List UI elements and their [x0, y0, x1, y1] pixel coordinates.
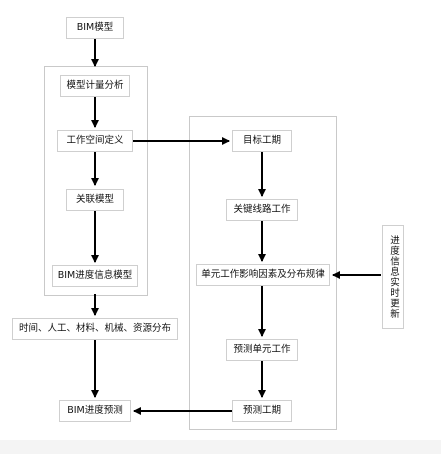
- node-realtime-update: 进度信息实时更新: [382, 225, 404, 329]
- node-resource-distribution: 时间、人工、材料、机械、资源分布: [12, 318, 178, 340]
- node-bim-model: BIM模型: [66, 17, 124, 39]
- node-link-model: 关联模型: [66, 189, 124, 211]
- node-unit-factors-rules: 单元工作影响因素及分布规律: [196, 264, 330, 286]
- node-forecast-unit-work: 预测单元工作: [226, 339, 298, 361]
- node-quantity-analysis: 模型计量分析: [60, 75, 130, 97]
- node-forecast-duration: 预测工期: [232, 400, 292, 422]
- bottom-band: [0, 440, 441, 454]
- left-process-group: [44, 66, 148, 296]
- node-work-space-definition: 工作空间定义: [57, 130, 133, 152]
- node-bim-progress-forecast: BIM进度预测: [59, 400, 131, 422]
- node-target-duration: 目标工期: [232, 130, 292, 152]
- node-critical-path-work: 关键线路工作: [226, 199, 298, 221]
- node-bim-progress-info-model: BIM进度信息模型: [52, 265, 138, 287]
